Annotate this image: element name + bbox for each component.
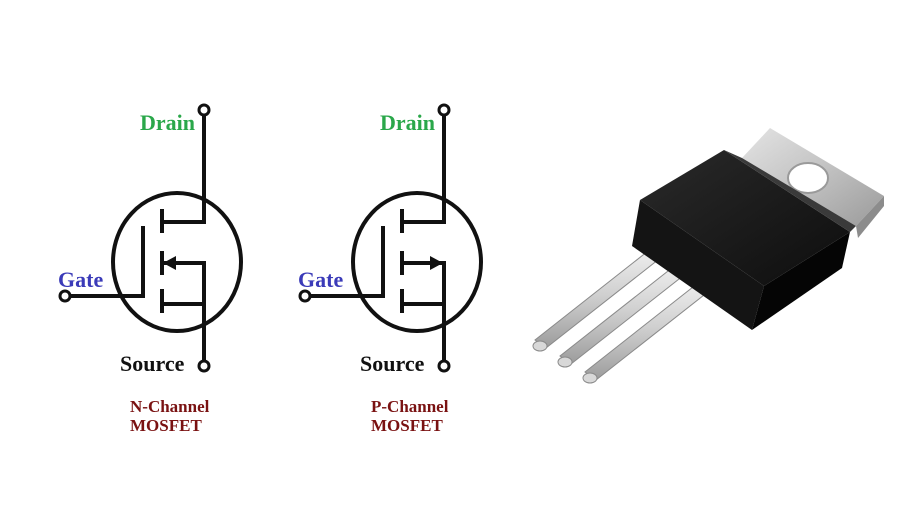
metal-tab bbox=[742, 128, 884, 238]
p-channel-caption-line2: MOSFET bbox=[371, 415, 443, 435]
p-channel-source-label: Source bbox=[360, 351, 425, 376]
n-channel-drain-terminal bbox=[197, 103, 211, 117]
n-channel-gate-terminal bbox=[58, 289, 72, 303]
n-channel-caption-line2: MOSFET bbox=[130, 415, 202, 435]
p-channel-arrow bbox=[430, 256, 443, 270]
p-channel-drain-terminal bbox=[437, 103, 451, 117]
p-channel-source-terminal bbox=[437, 359, 451, 373]
n-channel-drain-label: Drain bbox=[140, 110, 195, 135]
mounting-hole bbox=[787, 162, 829, 194]
package-leads bbox=[532, 243, 719, 384]
p-channel-gate-label: Gate bbox=[298, 267, 344, 292]
n-channel-source-terminal bbox=[197, 359, 211, 373]
p-channel-caption-line1: P-Channel bbox=[371, 397, 449, 416]
n-channel-caption-line1: N-Channel bbox=[130, 397, 210, 416]
epoxy-body bbox=[632, 150, 856, 330]
p-channel-drain-label: Drain bbox=[380, 110, 435, 135]
p-channel-caption: P-Channel MOSFET bbox=[371, 397, 449, 435]
n-channel-arrow bbox=[163, 256, 176, 270]
p-channel-circle bbox=[351, 191, 483, 333]
n-channel-source-label: Source bbox=[120, 351, 185, 376]
n-channel-gate-label: Gate bbox=[58, 267, 104, 292]
n-channel-caption: N-Channel MOSFET bbox=[130, 397, 210, 435]
p-channel-gate-terminal bbox=[298, 289, 312, 303]
n-channel-circle bbox=[111, 191, 243, 333]
